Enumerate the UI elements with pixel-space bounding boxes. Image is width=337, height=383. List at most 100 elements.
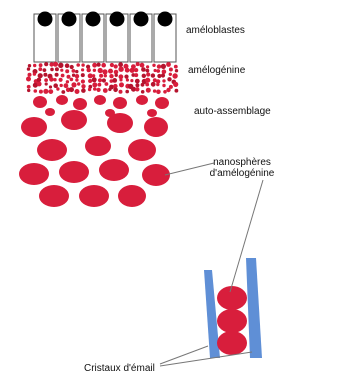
amelogenin-dot [49, 77, 54, 82]
amelogenin-dot [166, 62, 171, 67]
amelogenin-dot [27, 72, 32, 77]
amelogenin-dot [113, 64, 118, 69]
amelogenin-dot [156, 64, 162, 69]
amelogenin-dot [161, 69, 167, 74]
nanosphere [37, 139, 67, 161]
amelogenin-dot [65, 69, 70, 74]
aggregate [73, 98, 87, 110]
amelogenin-dot [102, 88, 108, 93]
amelogenin-dot [69, 64, 74, 70]
amelogenin-dot [71, 69, 76, 73]
amelogenin-dot [109, 79, 114, 83]
amelogenin-dot [63, 83, 69, 89]
amelogenin-dot [101, 78, 106, 83]
amelogenin-dot [118, 74, 124, 80]
label-cristaux: Cristaux d'émail [84, 363, 155, 374]
amelogenin-dot [168, 67, 173, 72]
amelogenin-dot [26, 84, 31, 89]
amelogenin-dot [155, 79, 161, 84]
amelogenin-dot [88, 84, 93, 89]
nanosphere [19, 163, 49, 185]
amelogenin-dot [44, 82, 48, 86]
nucleus-6 [157, 11, 173, 27]
amelogenin-dot [81, 84, 86, 89]
auto-assemblage-aggregates [33, 95, 169, 117]
amelogenin-dot [113, 87, 118, 93]
nanosphere [85, 136, 111, 156]
amelogenin-dot [174, 69, 179, 73]
amelogenin-dot [146, 65, 150, 69]
amelogenin-dot [140, 90, 145, 94]
amelogenin-dot [65, 80, 70, 84]
amelogenin-dot [139, 62, 145, 68]
amelogenin-dot [81, 63, 85, 67]
amelogenin-dot [71, 73, 76, 77]
amelogenin-dot [174, 88, 179, 93]
amelogenin-dot [26, 67, 31, 71]
amelogenin-dot [130, 79, 134, 83]
amelogenin-dot [134, 68, 139, 73]
amelogenin-dot [86, 67, 91, 73]
amelogenin-dot [141, 67, 146, 72]
amelogenin-dot [113, 69, 119, 75]
amelogenin-dot [93, 87, 97, 91]
amelogenin-dot [44, 78, 48, 82]
amelogenin-dot [141, 73, 146, 79]
amelogenin-dot [87, 73, 93, 79]
amelogenin-dot [103, 74, 108, 78]
crystal-leader-left [159, 345, 209, 365]
amelogenin-dot [33, 63, 37, 68]
amelogenin-dot [91, 77, 97, 83]
amelogenin-dot [134, 73, 139, 78]
amelogenin-dot [32, 72, 37, 76]
amelogenin-dot [69, 87, 74, 93]
amelogenin-dot [43, 88, 49, 94]
amelogenin-dot [96, 87, 101, 92]
amelogenin-dot [145, 77, 151, 83]
amelogenin-dot [135, 83, 140, 88]
nanosphere [107, 113, 133, 133]
aggregate [33, 96, 47, 108]
nanosphere-leader [164, 162, 215, 176]
label-nanospheres-line2: d'amélogénine [209, 168, 275, 179]
amelogenin-dot [97, 67, 103, 74]
amelogenin-dot [60, 73, 65, 78]
amelogenin-dot [58, 62, 64, 68]
amelogenin-dot [173, 81, 179, 87]
amelogenin-dot [56, 87, 60, 91]
amelogenin-dot [152, 89, 157, 93]
amelogenin-dot [124, 74, 129, 79]
amelogenin-dot [118, 66, 124, 72]
nanosphere [61, 110, 87, 130]
amelogenin-dot [60, 68, 64, 72]
amelogenin-dot [135, 62, 140, 67]
label-ameloblastes: améloblastes [186, 25, 245, 36]
amelogenin-dot [99, 73, 104, 78]
amelogenin-dot [61, 90, 66, 94]
amelogenin-dot [114, 73, 118, 77]
ameloblast-cells [33, 11, 177, 63]
nanosphere [59, 161, 89, 183]
amelogenin-dot [81, 68, 85, 72]
label-amelogenine: amélogénine [188, 65, 246, 76]
amelogenin-dot [26, 76, 31, 82]
amelogenin-dot [91, 74, 96, 78]
amelogenin-dot [119, 78, 123, 82]
crystal-nanosphere-3 [217, 331, 247, 355]
amelogenin-dot [36, 81, 42, 87]
aggregate [113, 97, 127, 109]
amelogenin-dot [48, 85, 53, 89]
amelogenin-dot [38, 67, 43, 72]
amelogenin-dot [81, 88, 86, 93]
amelogenin-dot [108, 87, 112, 92]
amelogenin-dot [53, 83, 58, 88]
amelogenin-dot [173, 64, 178, 69]
amelogenin-dot [146, 72, 151, 77]
amelogenin-dot [157, 73, 162, 79]
amelogenin-dot [168, 72, 172, 77]
amelogenin-dot [134, 78, 140, 84]
crystal-leader-right [159, 351, 253, 367]
crystal-nanosphere-leader [229, 179, 264, 293]
